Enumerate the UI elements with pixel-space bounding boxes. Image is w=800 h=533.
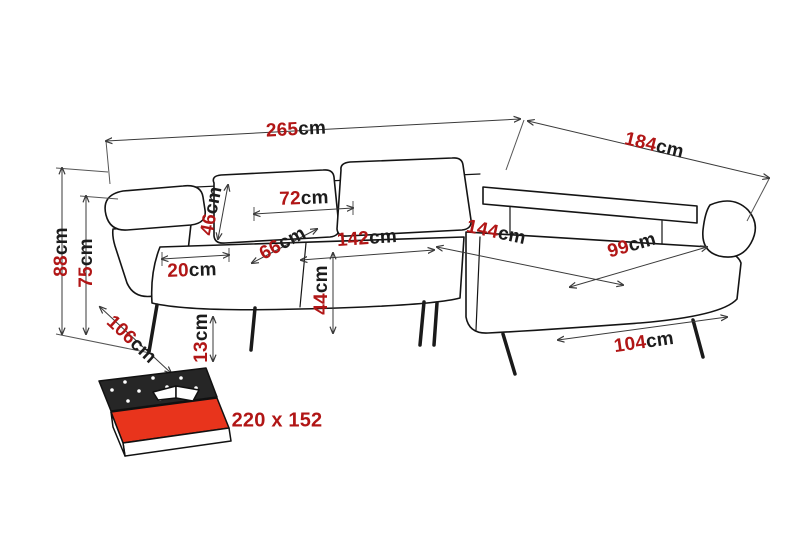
label-armrest-width: 20cm: [167, 259, 217, 283]
total-width-value: 265: [265, 118, 299, 142]
chaise-length-unit: cm: [496, 222, 528, 250]
seat-height-unit: cm: [311, 265, 332, 294]
icon-base-side: [110, 411, 126, 457]
dim-line-chaise-front-width: [558, 317, 727, 340]
dim-line-total-depth: [528, 121, 769, 178]
total-height-unit: cm: [51, 227, 72, 256]
back-cushion-width-value: 72: [278, 188, 302, 210]
label-seat-height: 44cm: [311, 265, 333, 314]
seat-height-value: 44: [311, 293, 332, 315]
total-width-unit: cm: [297, 117, 327, 140]
dim-line-total-width: [106, 119, 520, 141]
chaise-seat: [465, 231, 742, 334]
label-leg-height: 13cm: [191, 313, 213, 362]
guide-height-top: [55, 167, 109, 173]
armrest-width-value: 20: [166, 260, 190, 282]
armrest-width-unit: cm: [188, 259, 218, 282]
leg-height-unit: cm: [191, 313, 212, 342]
armrest-left-pad: [104, 184, 207, 231]
icon-open-blanket-right: [175, 385, 200, 402]
back-cushion-right: [336, 157, 472, 237]
dim-line-back-cushion-width: [254, 208, 353, 214]
guide-top-corner: [505, 119, 525, 171]
total-height-value: 88: [51, 255, 72, 277]
dim-line-seat-width: [301, 250, 434, 260]
armrest-right: [702, 200, 757, 258]
sleeping-area-value: 220 x 152: [231, 409, 323, 432]
label-back-cushion-width: 72cm: [279, 187, 329, 211]
label-seat-width: 142cm: [336, 226, 398, 252]
dim-line-seat-depth: [252, 229, 317, 263]
dim-line-armrest-width: [162, 255, 229, 259]
label-total-height: 88cm: [51, 227, 73, 276]
back-cushion-height-unit: cm: [200, 184, 227, 217]
label-arm-height: 75cm: [76, 238, 98, 287]
guide-top-right: [746, 178, 770, 222]
back-cushion-height-value: 46: [196, 212, 222, 238]
dim-line-side-depth: [100, 307, 171, 373]
dimension-lines: [55, 119, 770, 373]
chaise-front-width-unit: cm: [644, 327, 676, 353]
label-total-width: 265cm: [265, 117, 326, 142]
dim-line-back-cushion-height: [218, 185, 228, 239]
arm-height-unit: cm: [76, 238, 97, 267]
arm-height-value: 75: [76, 266, 97, 288]
seat-width-value: 142: [336, 227, 370, 252]
sleeper-function-icon: [98, 367, 232, 457]
seat-width-unit: cm: [368, 225, 398, 249]
leg-height-value: 13: [191, 341, 212, 363]
chaise-front-width-value: 104: [612, 331, 648, 358]
back-cushion-width-unit: cm: [300, 187, 330, 210]
label-sleeping-area: 220 x 152: [232, 410, 323, 433]
guide-top-left: [105, 140, 111, 185]
chaise-rail: [482, 186, 698, 224]
dim-line-chaise-seat-width: [570, 247, 707, 287]
